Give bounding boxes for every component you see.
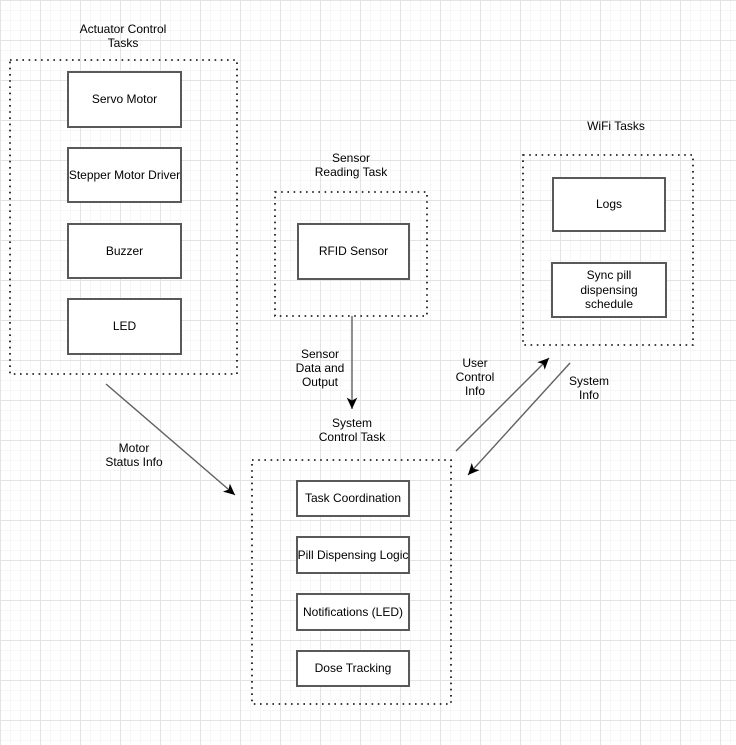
wifi-group-title: WiFi Tasks (587, 119, 645, 133)
node-logs: Logs (552, 177, 666, 232)
node-task-coordination: Task Coordination (296, 480, 410, 517)
actuator-group-title: Actuator Control Tasks (79, 22, 167, 50)
node-stepper-motor-driver: Stepper Motor Driver (67, 147, 182, 203)
system-group-title: System Control Task (318, 416, 386, 444)
edge-label-motor-status-info: Motor Status Info (105, 441, 163, 469)
edge-label-system-info: System Info (568, 374, 610, 402)
node-led: LED (67, 298, 182, 355)
edge-label-sensor-data-and-output: Sensor Data and Output (295, 347, 345, 389)
node-rfid-sensor: RFID Sensor (297, 223, 410, 280)
node-notifications-led: Notifications (LED) (296, 593, 410, 631)
node-pill-dispensing-logic: Pill Dispensing Logic (296, 536, 410, 574)
edge-actuator-to-system (105, 383, 236, 496)
node-buzzer: Buzzer (67, 223, 182, 279)
node-servo-motor: Servo Motor (67, 71, 182, 128)
edge-label-user-control-info: User Control Info (455, 356, 495, 398)
node-dose-tracking: Dose Tracking (296, 650, 410, 687)
node-sync-pill-dispensing-schedule: Sync pill dispensing schedule (551, 262, 667, 318)
sensor-group-title: Sensor Reading Task (314, 151, 388, 179)
